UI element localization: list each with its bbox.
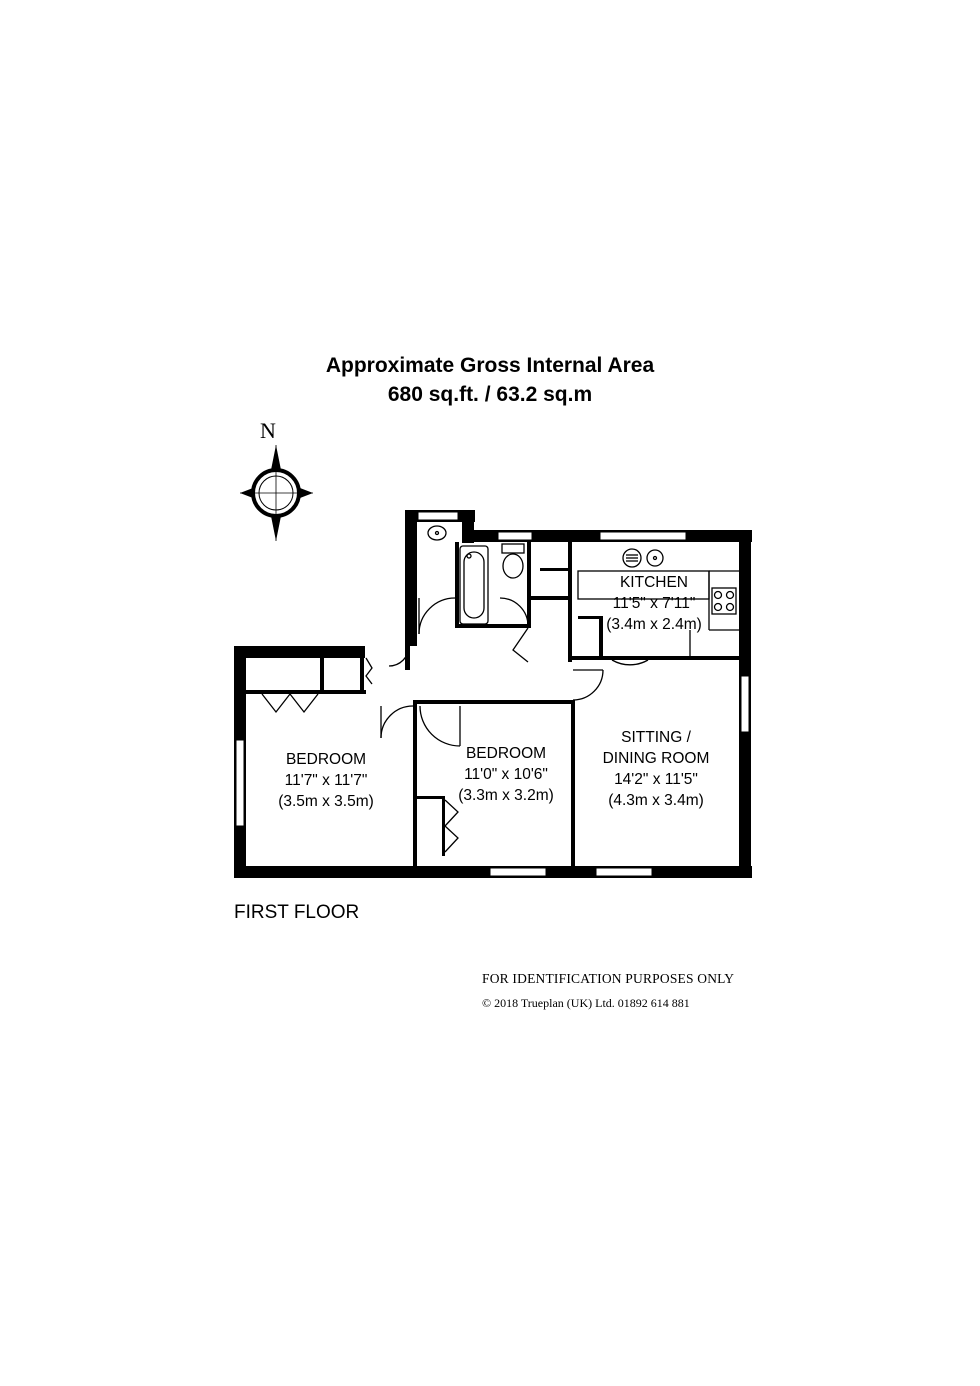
room-bedroom-2-metric: (3.3m x 3.2m) xyxy=(458,787,554,804)
copyright-text: © 2018 Trueplan (UK) Ltd. 01892 614 881 xyxy=(482,996,690,1010)
disclaimer-text: FOR IDENTIFICATION PURPOSES ONLY xyxy=(482,971,735,986)
room-kitchen-metric: (3.4m x 2.4m) xyxy=(606,616,702,633)
room-bedroom-1: BEDROOM 11'7" x 11'7" (3.5m x 3.5m) xyxy=(246,749,406,812)
room-kitchen-imperial: 11'5" x 7'11" xyxy=(612,595,696,612)
room-sitting-metric: (4.3m x 3.4m) xyxy=(608,792,704,809)
room-bedroom-1-metric: (3.5m x 3.5m) xyxy=(278,793,374,810)
room-sitting-imperial: 14'2" x 11'5" xyxy=(614,771,698,788)
room-bedroom-2: BEDROOM 11'0" x 10'6" (3.3m x 3.2m) xyxy=(426,743,586,806)
compass-north-label: N xyxy=(260,418,276,443)
room-sitting-name-2: DINING ROOM xyxy=(602,750,710,767)
room-bedroom-2-name: BEDROOM xyxy=(465,745,547,762)
room-kitchen: KITCHEN 11'5" x 7'11" (3.4m x 2.4m) xyxy=(574,572,734,635)
room-bedroom-1-imperial: 11'7" x 11'7" xyxy=(284,772,368,789)
room-kitchen-name: KITCHEN xyxy=(619,574,689,591)
floor-label: FIRST FLOOR xyxy=(234,902,360,923)
internal-walls xyxy=(246,542,751,866)
area-title: Approximate Gross Internal Area xyxy=(325,354,655,377)
windows xyxy=(235,511,750,877)
doors xyxy=(261,597,691,853)
room-bedroom-1-name: BEDROOM xyxy=(285,751,367,768)
room-sitting-name-1: SITTING / xyxy=(621,729,691,746)
room-bedroom-2-imperial: 11'0" x 10'6" xyxy=(464,766,548,783)
fixtures xyxy=(427,525,739,631)
room-sitting-dining: SITTING / DINING ROOM 14'2" x 11'5" (4.3… xyxy=(576,727,736,811)
area-figure: 680 sq.ft. / 63.2 sq.m xyxy=(387,383,593,406)
compass-icon: N xyxy=(240,418,313,541)
